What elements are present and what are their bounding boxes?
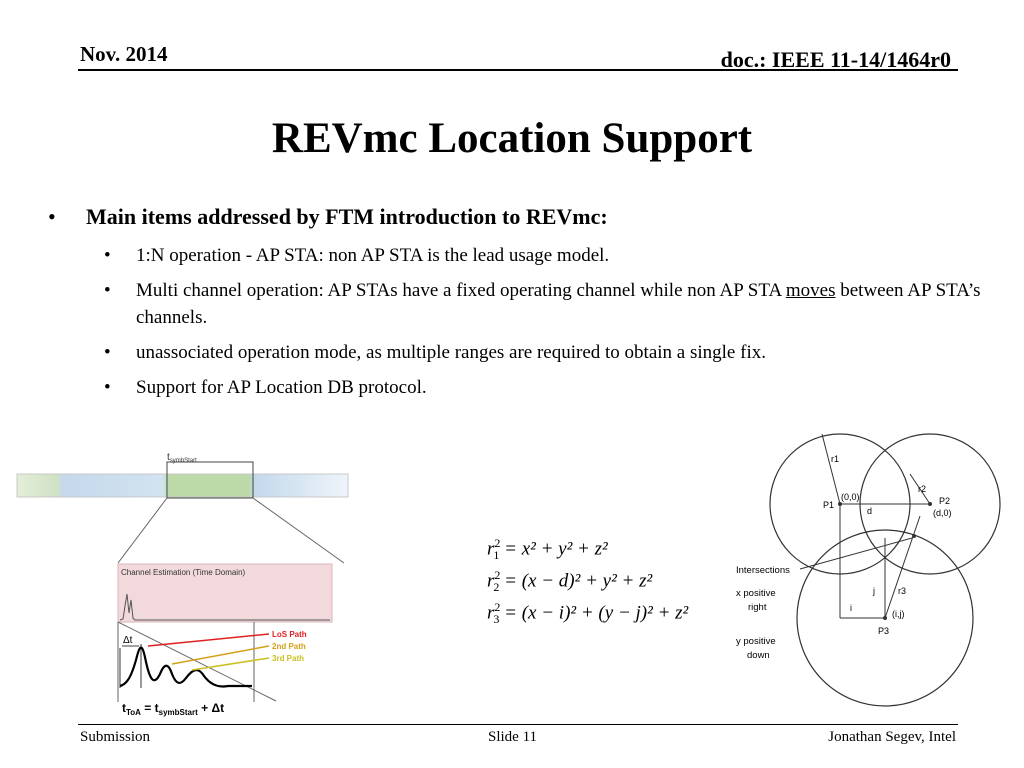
- footer-slide-number: Slide 11: [488, 729, 538, 745]
- tsymb-label: tsymbStart: [167, 452, 197, 464]
- label-x-positive: x positive: [736, 588, 776, 599]
- panel-title: Channel Estimation (Time Domain): [121, 568, 246, 577]
- bullet-list: Main items addressed by FTM introduction…: [48, 204, 998, 409]
- trilateration-figure: r1 r2 r3 P1 P2 P3 (0,0) (d,0) d (i,j) i …: [736, 433, 1001, 707]
- footer-author: Jonathan Segev, Intel: [828, 729, 956, 745]
- label-r2: r2: [918, 484, 926, 494]
- footer-rule: [78, 724, 958, 725]
- second-path-arrow: [171, 645, 270, 665]
- channel-estimation-figure: tsymbStart Channel Estimation (Time Doma…: [16, 452, 349, 717]
- circle-3: [796, 529, 974, 707]
- third-path-label: 3rd Path: [272, 654, 304, 663]
- delta-t-label: Δt: [123, 635, 133, 646]
- radius-2: [909, 473, 931, 505]
- sub-bullet-2-part-b: between AP STA’s channels.: [136, 280, 981, 328]
- label-p2: P2: [939, 496, 950, 506]
- radius-1: [821, 433, 841, 505]
- point-p3: [883, 616, 887, 620]
- slide-title: REVmc Location Support: [271, 115, 753, 162]
- window-box: [166, 461, 254, 499]
- label-r3: r3: [898, 586, 906, 596]
- point-p2: [928, 502, 932, 506]
- label-d: d: [867, 506, 872, 516]
- estimation-panel: [117, 563, 333, 623]
- channel-impulse-curve: [119, 646, 252, 688]
- second-path-label: 2nd Path: [272, 642, 306, 651]
- label-i: i: [850, 603, 852, 613]
- sub-bullet-1: 1:N operation - AP STA: non AP STA is th…: [48, 242, 998, 269]
- sub-bullet-2-underlined: moves: [785, 280, 836, 301]
- label-right: right: [748, 602, 767, 613]
- label-origin: (0,0): [841, 492, 860, 502]
- third-path-arrow: [191, 657, 270, 671]
- zoom-line-left: [117, 497, 168, 564]
- equation-2: r22 = (x − d)² + y² + z²: [487, 568, 653, 595]
- zoom-line-low-left: [117, 621, 277, 702]
- label-d0: (d,0): [933, 508, 952, 518]
- header-date: Nov. 2014: [80, 42, 168, 66]
- equation-3: r23 = (x − i)² + (y − j)² + z²: [487, 600, 689, 627]
- sub-bullet-2-part-a: Multi channel operation: AP STAs have a …: [136, 280, 786, 301]
- label-ij: (i,j): [892, 609, 905, 619]
- small-impulse: [119, 593, 330, 621]
- label-y-positive: y positive: [736, 636, 776, 647]
- header-doc-id: doc.: IEEE 11-14/1464r0: [720, 47, 951, 72]
- label-j: j: [872, 586, 875, 596]
- toa-equation: tToA = tsymbStart + Δt: [122, 701, 224, 717]
- symbol-bar: [16, 473, 349, 498]
- sub-bullet-4: Support for AP Location DB protocol.: [48, 374, 998, 401]
- radius-3: [884, 515, 921, 619]
- los-path-label: LoS Path: [272, 630, 307, 639]
- label-down: down: [747, 650, 770, 661]
- intersection-pointer: [799, 537, 913, 570]
- intersection-point: [912, 534, 916, 538]
- point-p1: [838, 502, 842, 506]
- sub-bullet-2: Multi channel operation: AP STAs have a …: [48, 277, 998, 331]
- zoom-line-right: [252, 497, 345, 564]
- sub-bullet-3: unassociated operation mode, as multiple…: [48, 339, 998, 366]
- footer-submission: Submission: [80, 729, 151, 745]
- label-r1: r1: [831, 454, 839, 464]
- equation-1: r21 = x² + y² + z²: [487, 536, 608, 563]
- label-intersections: Intersections: [736, 565, 790, 576]
- label-p3: P3: [878, 626, 889, 636]
- main-bullet: Main items addressed by FTM introduction…: [48, 204, 998, 230]
- header-rule: [78, 69, 958, 71]
- label-p1: P1: [823, 500, 834, 510]
- los-path-arrow: [147, 633, 270, 647]
